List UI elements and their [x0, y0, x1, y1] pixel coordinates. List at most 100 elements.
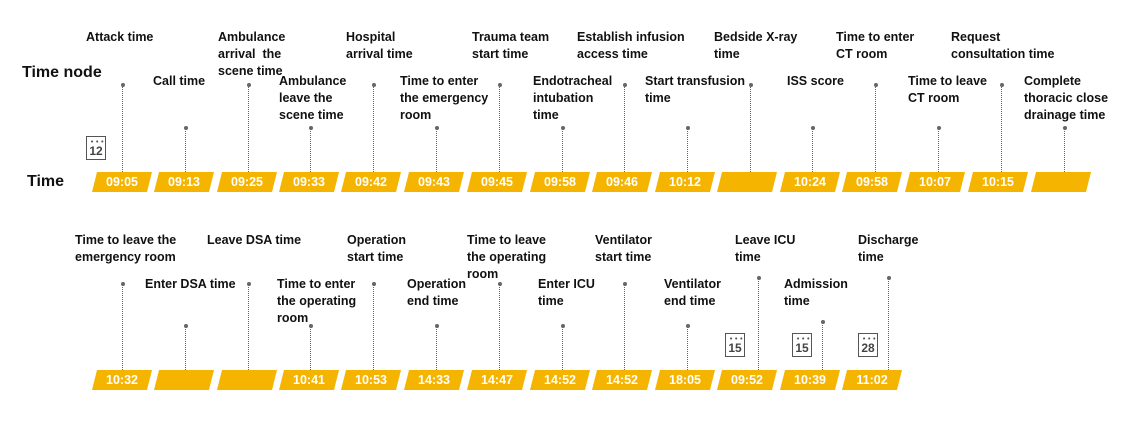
time-node-label: Ambulance arrival the scene time [218, 30, 286, 78]
connector-dot [999, 83, 1004, 87]
time-node-label: Complete thoracic close drainage time [1024, 74, 1109, 122]
time-node-label: Operation end time [407, 277, 467, 308]
calendar-dots: ••• [729, 335, 745, 343]
connector-dot [308, 126, 313, 130]
time-node-label: Attack time [86, 30, 154, 44]
connector-dot [622, 83, 627, 87]
calendar-icon: •••28 [858, 333, 878, 357]
time-node-label: Operation start time [347, 233, 407, 264]
connector-line [822, 322, 823, 370]
connector-dot [434, 126, 439, 130]
time-node-label: Time to enter the operating room [277, 277, 357, 325]
connector-dot [810, 126, 815, 130]
connector-dot [936, 126, 941, 130]
connector-dot [183, 324, 188, 328]
time-node-label: Ventilator end time [664, 277, 721, 308]
time-node-label: Time to leave the emergency room [75, 233, 177, 264]
time-value-pill: 18:05 [655, 370, 715, 390]
connector-line [248, 85, 249, 172]
connector-dot [685, 324, 690, 328]
time-value-pill: 09:45 [467, 172, 527, 192]
calendar-day: 15 [795, 341, 809, 355]
calendar-dots: ••• [862, 335, 878, 343]
time-node-label: Bedside X-ray time [714, 30, 798, 61]
connector-dot [371, 282, 376, 286]
time-node-label: Ventilator start time [595, 233, 652, 264]
time-node-label: Hospital arrival time [346, 30, 413, 61]
connector-dot [560, 126, 565, 130]
time-node-row-label: Time node [22, 64, 102, 81]
time-value-pill [1031, 172, 1091, 192]
connector-line [248, 284, 249, 370]
time-value-pill: 11:02 [842, 370, 902, 390]
connector-dot [497, 83, 502, 87]
connector-line [436, 128, 437, 172]
time-value-pill: 10:12 [655, 172, 715, 192]
connector-line [888, 278, 889, 370]
calendar-icon: •••15 [792, 333, 812, 357]
time-node-label: Time to enter the emergency room [400, 74, 489, 122]
connector-line [624, 284, 625, 370]
time-value-pill: 10:24 [780, 172, 840, 192]
connector-line [185, 128, 186, 172]
connector-line [1064, 128, 1065, 172]
time-node-label: Time to enter CT room [836, 30, 915, 61]
time-value-pill: 09:33 [279, 172, 339, 192]
time-value-pill: 09:52 [717, 370, 777, 390]
time-node-label: Time to leave CT room [908, 74, 987, 105]
time-value-pill [154, 370, 214, 390]
connector-line [310, 326, 311, 370]
connector-line [875, 85, 876, 172]
connector-line [373, 85, 374, 172]
connector-dot [886, 276, 891, 280]
time-value-pill: 10:32 [92, 370, 152, 390]
connector-line [499, 284, 500, 370]
time-node-label: Ambulance leave the scene time [279, 74, 347, 122]
time-value-pill: 14:52 [592, 370, 652, 390]
connector-line [562, 128, 563, 172]
connector-dot [560, 324, 565, 328]
connector-line [499, 85, 500, 172]
time-value-pill: 10:41 [279, 370, 339, 390]
time-value-pill: 14:52 [530, 370, 590, 390]
connector-dot [434, 324, 439, 328]
time-node-label: Enter ICU time [538, 277, 595, 308]
time-value-pill: 10:39 [780, 370, 840, 390]
connector-dot [246, 83, 251, 87]
time-node-label: Call time [153, 74, 206, 88]
connector-dot [622, 282, 627, 286]
time-node-label: Leave DSA time [207, 233, 302, 247]
connector-dot [120, 83, 125, 87]
connector-line [122, 85, 123, 172]
time-value-pill [717, 172, 777, 192]
connector-dot [756, 276, 761, 280]
connector-line [687, 326, 688, 370]
time-node-label: Request consultation time [951, 30, 1055, 61]
connector-dot [120, 282, 125, 286]
connector-line [687, 128, 688, 172]
calendar-dots: ••• [796, 335, 812, 343]
time-value-pill [217, 370, 277, 390]
time-node-label: Admission time [784, 277, 848, 308]
time-node-label: Endotracheal intubation time [533, 74, 613, 122]
connector-line [373, 284, 374, 370]
connector-dot [820, 320, 825, 324]
calendar-day: 12 [89, 144, 103, 158]
time-value-pill: 09:25 [217, 172, 277, 192]
connector-line [436, 326, 437, 370]
time-node-label: Start transfusion time [645, 74, 746, 105]
time-value-pill: 10:07 [905, 172, 965, 192]
connector-line [562, 326, 563, 370]
connector-line [938, 128, 939, 172]
time-value-pill: 09:58 [842, 172, 902, 192]
calendar-dots: ••• [90, 138, 106, 146]
time-value-pill: 09:13 [154, 172, 214, 192]
connector-dot [1062, 126, 1067, 130]
time-value-pill: 09:46 [592, 172, 652, 192]
time-node-label: Leave ICU time [735, 233, 796, 264]
connector-line [812, 128, 813, 172]
connector-dot [873, 83, 878, 87]
connector-line [310, 128, 311, 172]
time-value-pill: 09:42 [341, 172, 401, 192]
time-value-pill: 10:53 [341, 370, 401, 390]
